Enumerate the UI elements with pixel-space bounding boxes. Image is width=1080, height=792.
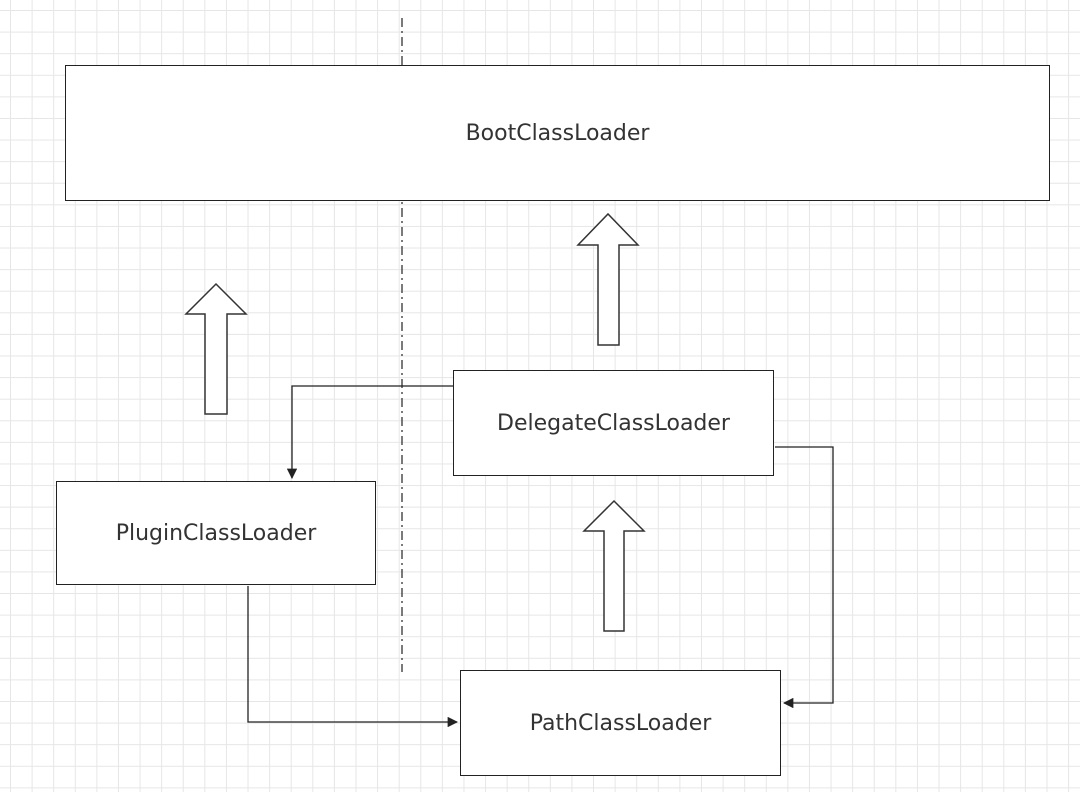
node-delegate-class-loader[interactable]: DelegateClassLoader <box>453 370 774 476</box>
parent-arrow-delegate-to-boot <box>576 212 640 346</box>
node-label: BootClassLoader <box>465 120 650 146</box>
node-label: PluginClassLoader <box>115 520 317 546</box>
connector-delegate-to-path <box>775 446 834 709</box>
node-label: DelegateClassLoader <box>497 410 730 436</box>
node-boot-class-loader[interactable]: BootClassLoader <box>65 65 1050 201</box>
parent-arrow-path-to-delegate <box>582 499 646 632</box>
node-plugin-class-loader[interactable]: PluginClassLoader <box>56 481 376 585</box>
parent-arrow-plugin-to-boot <box>184 282 248 415</box>
node-label: PathClassLoader <box>529 710 712 736</box>
node-path-class-loader[interactable]: PathClassLoader <box>460 670 781 776</box>
connector-delegate-to-plugin <box>286 385 453 480</box>
connector-plugin-to-path <box>247 586 459 728</box>
